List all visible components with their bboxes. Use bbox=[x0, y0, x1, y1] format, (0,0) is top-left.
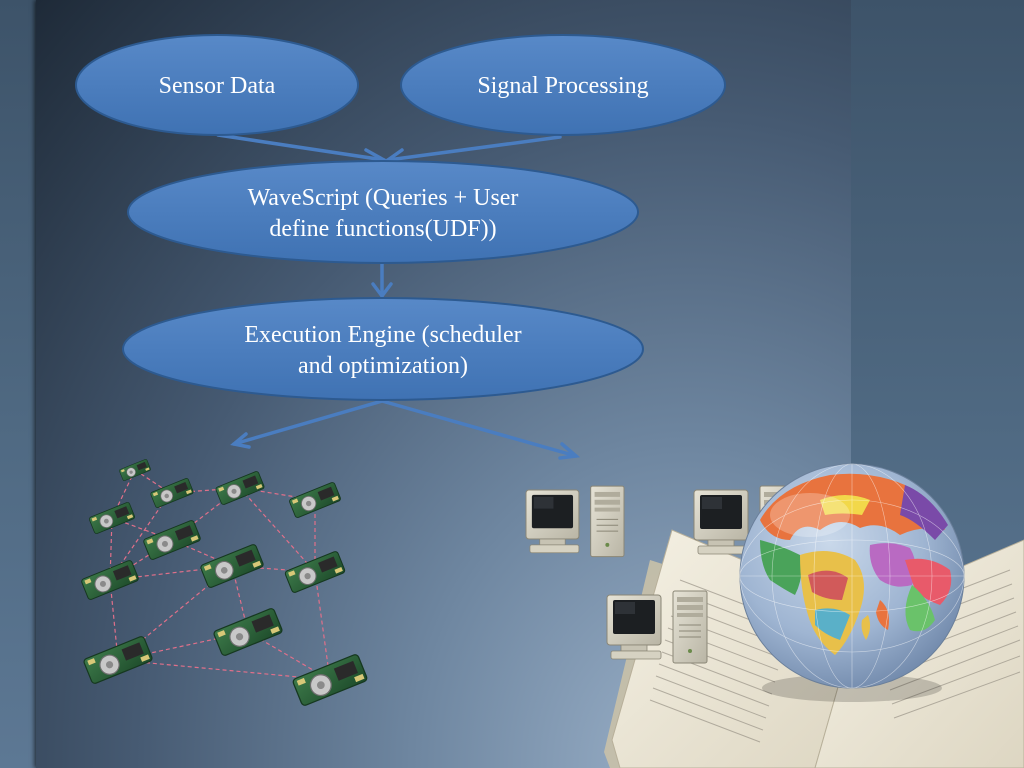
sensor-motes bbox=[80, 458, 369, 708]
node-sensor-data: Sensor Data bbox=[75, 34, 359, 136]
node-signal-processing-label: Signal Processing bbox=[477, 73, 648, 99]
node-sensor-data-label: Sensor Data bbox=[159, 73, 276, 99]
sensor-mote bbox=[88, 501, 136, 535]
node-engine-line2: and optimization) bbox=[298, 353, 468, 379]
globe-icon bbox=[739, 463, 965, 702]
arrow-head-sensors bbox=[230, 432, 251, 449]
sensor-mote bbox=[142, 519, 202, 561]
node-execution-engine: Execution Engine (scheduler and optimiza… bbox=[122, 297, 644, 401]
sensor-mote bbox=[214, 470, 266, 506]
sensor-network bbox=[80, 458, 369, 708]
arrow-head-engine bbox=[371, 282, 393, 299]
arrow-sensor-to-wavescript bbox=[216, 133, 386, 162]
node-wavescript-line2: define functions(UDF)) bbox=[269, 216, 496, 242]
arrow-signal-to-wavescript bbox=[386, 135, 562, 162]
node-wavescript: WaveScript (Queries + User define functi… bbox=[127, 160, 639, 264]
arrow-head-computers bbox=[558, 442, 581, 460]
sensor-mote bbox=[80, 559, 140, 601]
arrow-engine-to-sensors bbox=[232, 399, 384, 446]
sensor-mote bbox=[291, 652, 369, 708]
desktop-computer-icon bbox=[606, 590, 708, 664]
left-backdrop bbox=[0, 0, 36, 768]
node-signal-processing: Signal Processing bbox=[400, 34, 726, 136]
sensor-mote bbox=[288, 481, 342, 519]
arrow-engine-to-computers bbox=[380, 399, 578, 458]
node-engine-line1: Execution Engine (scheduler bbox=[244, 322, 521, 348]
sensor-mote bbox=[199, 543, 265, 589]
sensor-mote bbox=[118, 458, 152, 482]
sensor-mote bbox=[82, 635, 154, 685]
node-wavescript-line1: WaveScript (Queries + User bbox=[248, 185, 519, 211]
sensor-mote bbox=[212, 607, 284, 657]
desktop-computer-icon bbox=[525, 485, 625, 558]
sensor-mote bbox=[149, 477, 195, 509]
